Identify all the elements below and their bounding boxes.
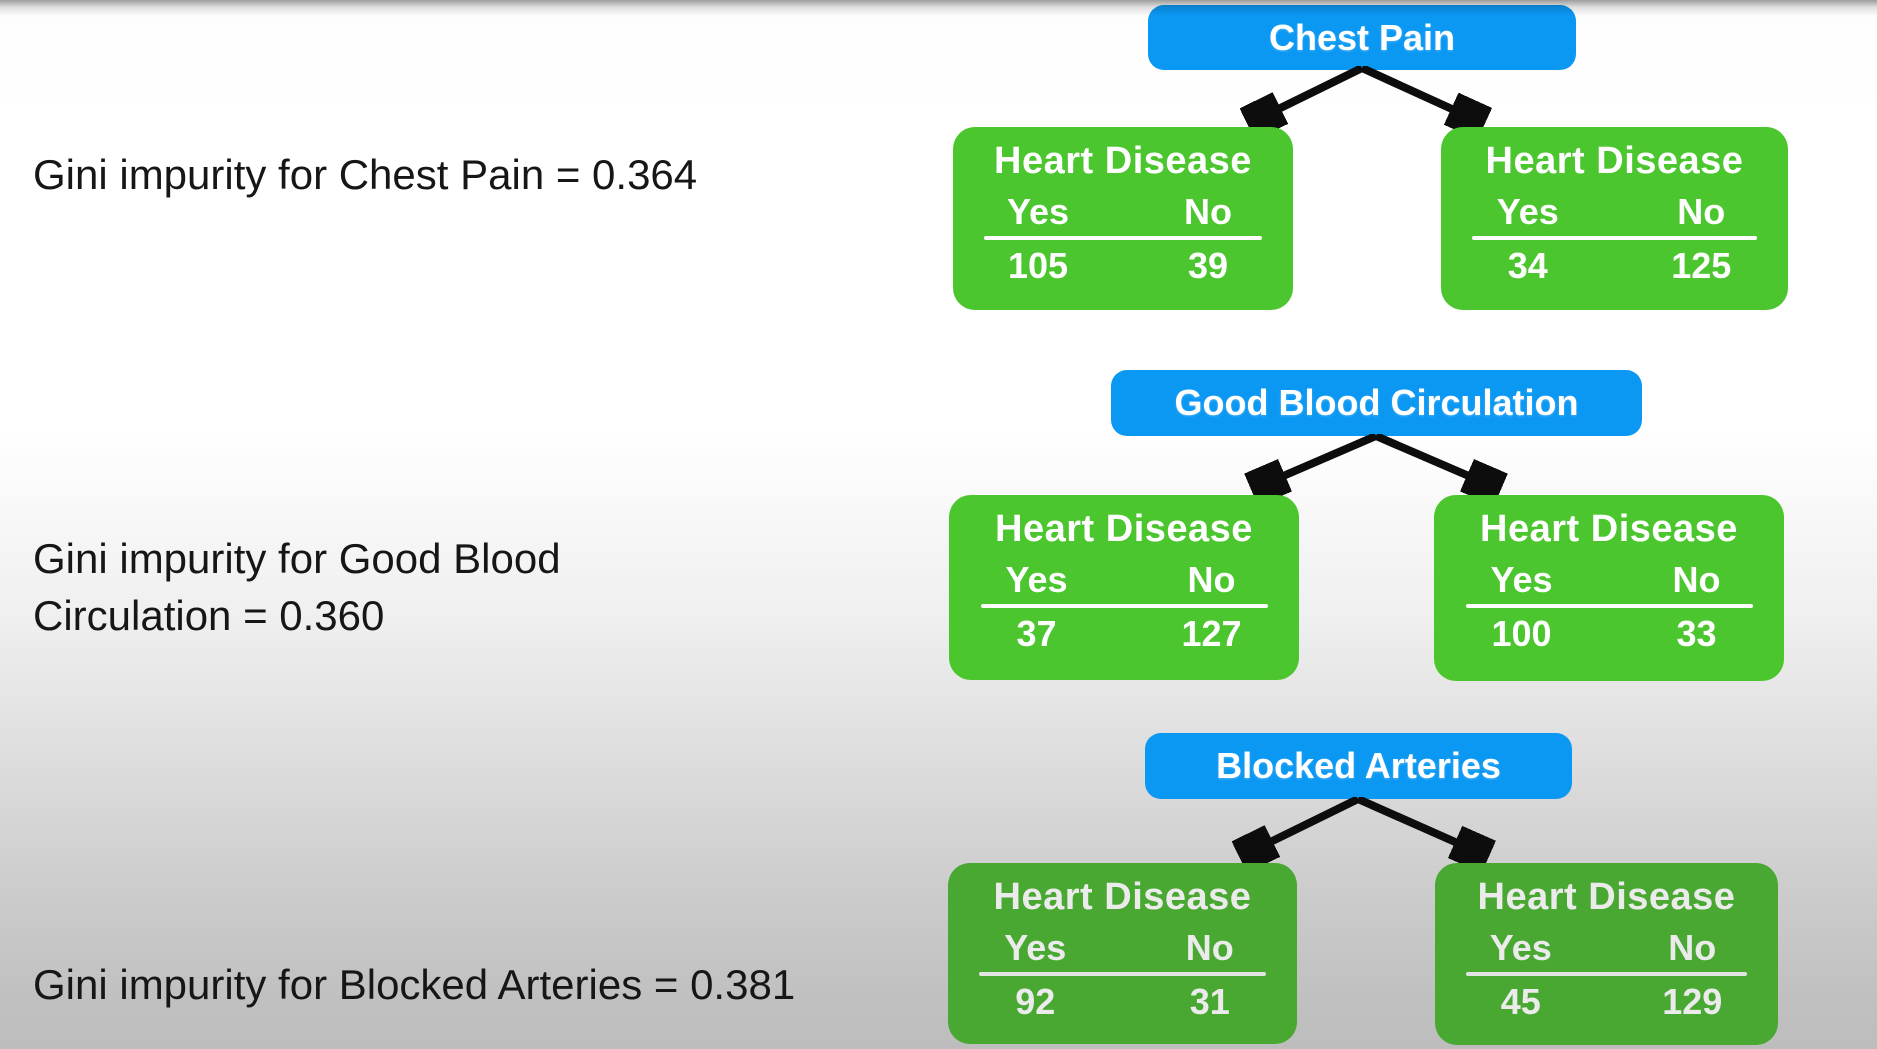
yes-count: 45 <box>1500 981 1541 1022</box>
yes-count: 105 <box>1007 245 1069 286</box>
leaf-node: Heart Disease Yes No 37 127 <box>949 495 1299 680</box>
no-count: 33 <box>1676 613 1717 654</box>
no-label: No <box>1187 559 1236 600</box>
leaf-node: Heart Disease Yes No 92 31 <box>948 863 1297 1044</box>
divider-line <box>1472 236 1757 240</box>
yes-label: Yes <box>1490 559 1553 600</box>
gini-caption-line: Gini impurity for Blocked Arteries = 0.3… <box>33 961 796 1008</box>
yes-label: Yes <box>1005 559 1068 600</box>
leaf-node: Heart Disease Yes No 45 129 <box>1435 863 1778 1045</box>
gini-caption-good-blood-circulation: Gini impurity for Good Blood Circulation… <box>33 530 561 644</box>
yes-label: Yes <box>1496 191 1559 232</box>
gini-caption-chest-pain: Gini impurity for Chest Pain = 0.364 <box>33 150 697 200</box>
split-arrows-icon <box>1196 434 1556 496</box>
top-edge-shadow <box>0 0 1877 16</box>
no-count: 127 <box>1181 613 1242 654</box>
yes-label: Yes <box>1004 927 1067 968</box>
divider-line <box>1465 972 1748 976</box>
gini-caption-blocked-arteries: Gini impurity for Blocked Arteries = 0.3… <box>33 960 795 1010</box>
yes-label: Yes <box>1489 927 1552 968</box>
gini-caption-line: Circulation = 0.360 <box>33 592 385 639</box>
no-count: 129 <box>1662 981 1723 1022</box>
divider-line <box>980 604 1268 608</box>
divider-line <box>983 236 1263 240</box>
gini-caption-line: Gini impurity for Good Blood <box>33 535 561 582</box>
no-label: No <box>1184 191 1232 232</box>
leaf-title: Heart Disease <box>1477 876 1736 918</box>
leaf-node: Heart Disease Yes No 105 39 <box>953 127 1293 310</box>
no-label: No <box>1677 191 1726 232</box>
split-arrows-icon <box>1180 66 1544 130</box>
yes-count: 100 <box>1491 613 1552 654</box>
no-label: No <box>1672 559 1721 600</box>
no-count: 125 <box>1671 245 1732 286</box>
yes-count: 37 <box>1016 613 1057 654</box>
root-node-good-blood-circulation: Good Blood Circulation <box>1111 370 1642 436</box>
yes-label: Yes <box>1006 191 1070 232</box>
split-arrows-icon <box>1178 797 1538 863</box>
leaf-title: Heart Disease <box>993 876 1252 918</box>
leaf-title: Heart Disease <box>1485 140 1744 182</box>
no-count: 31 <box>1189 981 1230 1022</box>
no-label: No <box>1185 927 1234 968</box>
divider-line <box>1465 604 1753 608</box>
leaf-node: Heart Disease Yes No 100 33 <box>1434 495 1784 681</box>
leaf-title: Heart Disease <box>995 508 1253 550</box>
leaf-node: Heart Disease Yes No 34 125 <box>1441 127 1788 310</box>
root-node-chest-pain: Chest Pain <box>1148 5 1576 70</box>
root-node-blocked-arteries: Blocked Arteries <box>1145 733 1572 799</box>
no-label: No <box>1668 927 1717 968</box>
gini-caption-line: Gini impurity for Chest Pain = 0.364 <box>33 151 698 198</box>
divider-line <box>979 972 1266 976</box>
yes-count: 92 <box>1015 981 1056 1022</box>
leaf-title: Heart Disease <box>994 140 1252 182</box>
yes-count: 34 <box>1507 245 1548 286</box>
leaf-title: Heart Disease <box>1480 508 1738 550</box>
no-count: 39 <box>1187 245 1229 286</box>
